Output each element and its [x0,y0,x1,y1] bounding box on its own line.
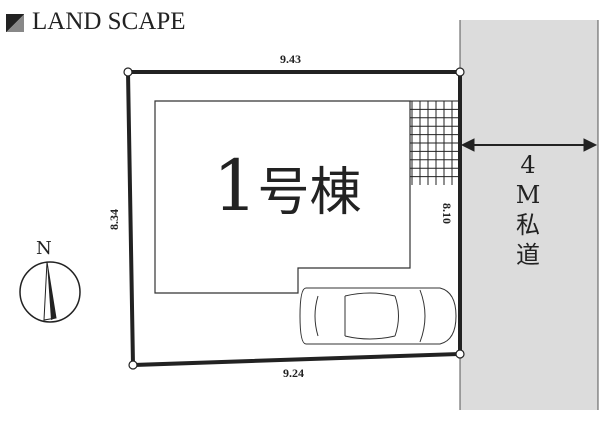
building-label: 1号棟 [213,145,362,227]
compass-icon [19,261,81,323]
title-square-icon [6,14,24,32]
building-number: 1 [213,145,258,227]
road-width-arrow [460,138,598,152]
private-road [460,20,598,410]
page-title: LAND SCAPE [32,8,186,35]
road-label-2: 道 [516,241,540,269]
road-width: 4 [520,151,536,179]
tiled-entrance [410,100,461,185]
road-unit: M [515,181,541,209]
building-suffix: 号棟 [257,163,362,223]
lot-corner-markers [123,67,465,370]
car-icon [299,287,457,345]
road-label: 4 M 私 道 [505,150,551,270]
bottom-width-dimension: 9.24 [283,366,304,380]
compass-north-label: N [36,238,52,259]
top-width-dimension: 9.43 [280,52,301,66]
left-depth-dimension: 8.34 [107,209,121,230]
right-depth-dimension: 8.10 [440,203,454,224]
road-label-1: 私 [516,211,540,239]
